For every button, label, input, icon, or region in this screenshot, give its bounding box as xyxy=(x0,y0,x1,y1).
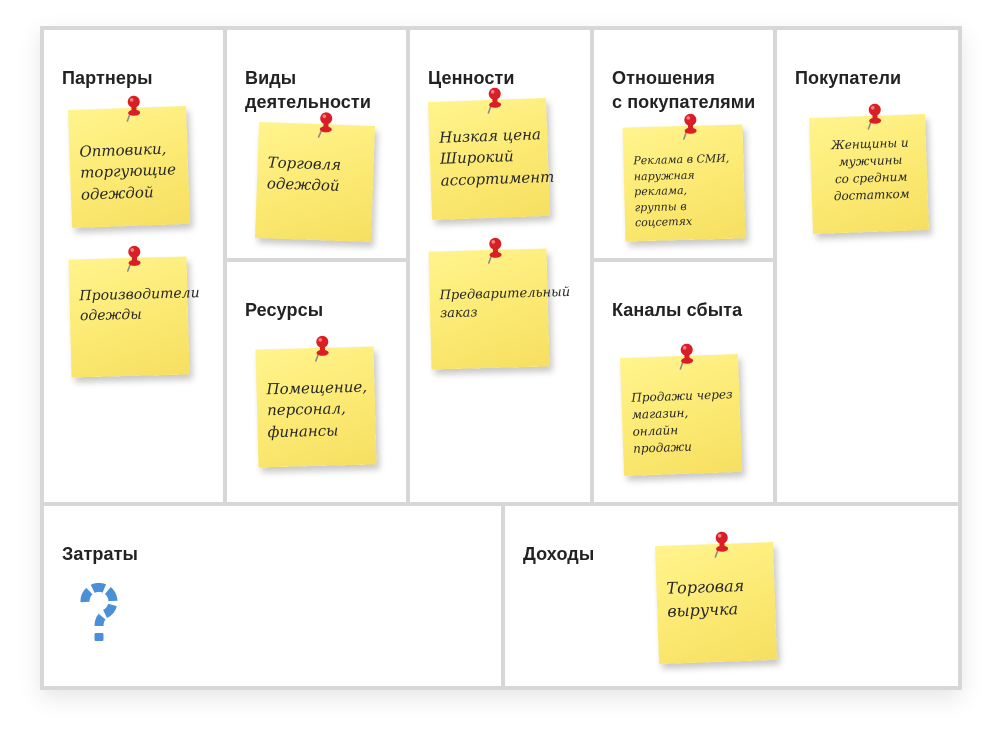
sticky-note[interactable]: Женщины и мужчины со средним достатком xyxy=(809,103,929,234)
sticky-note[interactable]: Предварительный заказ xyxy=(428,237,571,370)
sticky-note[interactable]: Торговля одеждой xyxy=(255,112,375,242)
block-title-revenue-streams: Доходы xyxy=(523,544,595,564)
block-channels: Каналы сбыта Продажи через магазин, онла… xyxy=(594,262,773,502)
pushpin-icon xyxy=(706,529,737,560)
note-text: Торговля одеждой xyxy=(266,153,342,196)
note-text: Оптовики, торгующие одеждой xyxy=(79,139,177,204)
note-text: Предварительный заказ xyxy=(439,284,571,322)
note-text: Продажи через магазин, онлайн продажи xyxy=(631,387,733,456)
sticky-note[interactable]: Оптовики, торгующие одеждой xyxy=(67,95,191,229)
sticky-note[interactable]: Низкая цена Широкий ассортимент xyxy=(427,87,555,221)
block-title-key-resources: Ресурсы xyxy=(245,300,324,320)
block-title-key-activities: Виды деятельности xyxy=(245,68,371,112)
pushpin-icon xyxy=(671,341,702,372)
pushpin-icon xyxy=(310,110,341,141)
pushpin-icon xyxy=(307,333,338,364)
sticky-note[interactable]: Реклама в СМИ, наружная реклама, группы … xyxy=(622,113,746,242)
block-title-partners: Партнеры xyxy=(62,68,153,88)
block-partners: Партнеры Оптовики, торгующие одеждой Про… xyxy=(44,30,223,502)
pushpin-icon xyxy=(479,85,510,116)
sticky-note[interactable]: Продажи через магазин, онлайн продажи xyxy=(619,343,743,477)
sticky-note[interactable]: Производители одежды xyxy=(68,245,200,378)
note-text: Реклама в СМИ, наружная реклама, группы … xyxy=(633,151,730,230)
block-title-channels: Каналы сбыта xyxy=(612,300,743,320)
block-title-customer-segments: Покупатели xyxy=(795,68,902,88)
business-model-canvas: Партнеры Оптовики, торгующие одеждой Про… xyxy=(40,26,962,690)
block-value-propositions: Ценности Низкая цена Широкий ассортимент… xyxy=(410,30,590,502)
block-cost-structure: Затраты xyxy=(44,506,501,686)
note-text: Торговая выручка xyxy=(666,576,745,621)
block-key-activities: Виды деятельности Торговля одеждой xyxy=(227,30,406,258)
sticky-note[interactable]: Торговая выручка xyxy=(654,531,778,665)
pushpin-icon xyxy=(859,101,890,132)
block-title-cost-structure: Затраты xyxy=(62,544,138,564)
note-text: Женщины и мужчины со средним достатком xyxy=(830,135,910,204)
note-text: Производители одежды xyxy=(79,285,200,325)
sticky-note[interactable]: Помещение, персонал, финансы xyxy=(255,335,377,468)
question-mark-icon xyxy=(80,582,118,641)
block-customer-segments: Покупатели Женщины и мужчины со средним … xyxy=(777,30,958,502)
pushpin-icon xyxy=(118,93,149,124)
note-text: Низкая цена Широкий ассортимент xyxy=(438,125,555,190)
pushpin-icon xyxy=(480,235,511,266)
block-revenue-streams: Доходы Торговая выручка xyxy=(505,506,958,686)
block-title-value-propositions: Ценности xyxy=(428,68,515,88)
block-key-resources: Ресурсы Помещение, персонал, финансы xyxy=(227,262,406,502)
block-title-customer-relationships: Отношения с покупателями xyxy=(612,68,756,112)
note-text: Помещение, персонал, финансы xyxy=(266,377,368,441)
pushpin-icon xyxy=(119,243,150,274)
pushpin-icon xyxy=(675,111,706,142)
block-customer-relationships: Отношения с покупателями Реклама в СМИ, … xyxy=(594,30,773,258)
